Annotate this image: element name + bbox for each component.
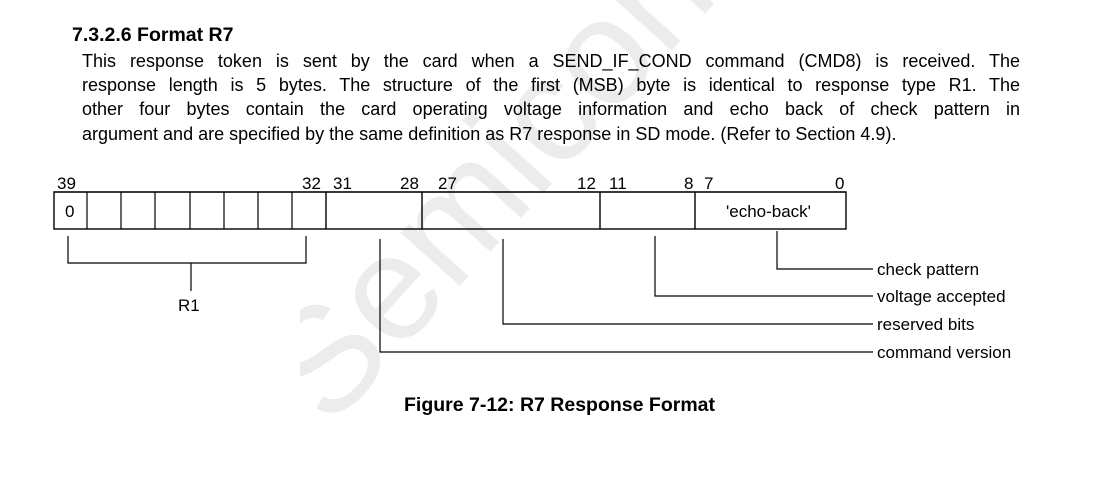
bit-label-8: 8 — [684, 174, 693, 193]
bit-label-31: 31 — [333, 174, 352, 193]
reserved-bits-leader — [502, 239, 873, 325]
bit-label-32: 32 — [302, 174, 321, 193]
bit-label-0: 0 — [835, 174, 844, 193]
register-box — [53, 191, 847, 230]
r1-label: R1 — [178, 296, 200, 315]
bit-label-12: 12 — [577, 174, 596, 193]
paragraph-line: This response token is sent by the card … — [82, 51, 1020, 71]
voltage-accepted-label: voltage accepted — [877, 287, 1006, 306]
bit-label-7: 7 — [704, 174, 713, 193]
paragraph-line: argument and are specified by the same d… — [82, 123, 897, 144]
r1-bracket — [67, 236, 307, 291]
bit-label-28: 28 — [400, 174, 419, 193]
r7-format-diagram: 39 32 31 28 27 12 11 8 7 0 0 'echo-back'… — [53, 174, 1011, 362]
command-version-label: command version — [877, 343, 1011, 362]
voltage-accepted-leader — [654, 236, 873, 297]
bit-label-11: 11 — [609, 174, 627, 193]
bit-label-27: 27 — [438, 174, 457, 193]
field-dividers — [325, 192, 696, 229]
section-heading: 7.3.2.6 Format R7 — [72, 24, 234, 46]
reserved-bits-label: reserved bits — [877, 315, 974, 334]
echo-back-field: 'echo-back' — [726, 202, 811, 221]
check-pattern-leader — [776, 231, 873, 270]
paragraph-line: other four bytes contain the card operat… — [82, 99, 1020, 120]
description-paragraph: This response token is sent by the card … — [82, 49, 1020, 146]
leader-lines — [379, 231, 873, 353]
r1-bit-cells — [86, 192, 293, 229]
figure-caption: Figure 7-12: R7 Response Format — [404, 394, 715, 416]
command-version-leader — [379, 239, 873, 353]
paragraph-line: response length is 5 bytes. The structur… — [82, 75, 1020, 96]
check-pattern-label: check pattern — [877, 260, 979, 279]
r1-first-bit-value: 0 — [65, 202, 74, 221]
bit-label-39: 39 — [57, 174, 76, 193]
